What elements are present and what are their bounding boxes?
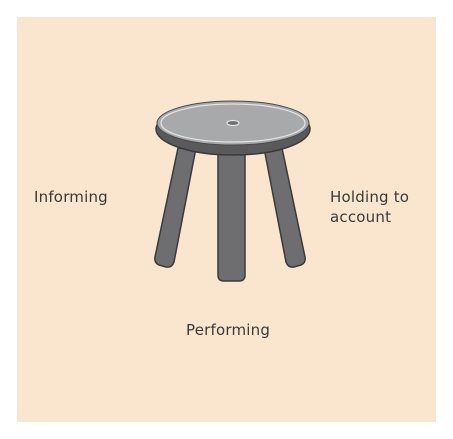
stool-seat-hole <box>227 121 239 126</box>
label-holding-to-account-line2: account <box>330 207 430 227</box>
diagram-panel: Informing Holding to account Performing <box>17 17 436 422</box>
stool-leg-center <box>218 153 245 281</box>
label-performing: Performing <box>186 320 270 340</box>
label-informing: Informing <box>34 187 108 207</box>
label-holding-to-account-line1: Holding to <box>330 187 430 207</box>
label-holding-to-account: Holding to account <box>330 187 430 227</box>
